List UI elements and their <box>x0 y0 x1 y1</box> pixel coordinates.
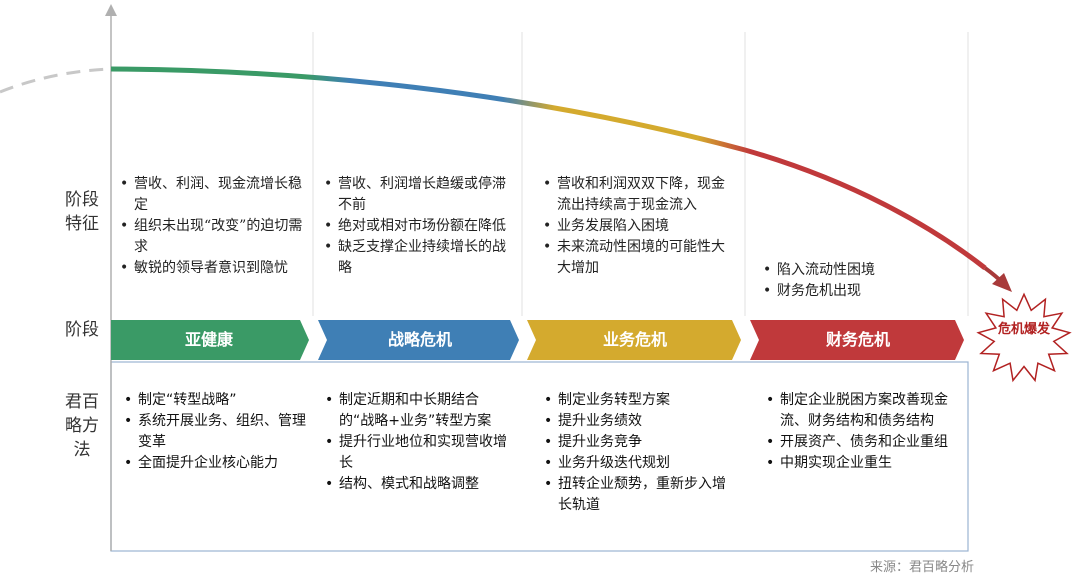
lifecycle-curve <box>110 66 987 270</box>
features-stage-2: 营收、利润增长趋缓或停滞不前 绝对或相对市场份额在降低 缺乏支撑企业持续增长的战… <box>322 174 512 279</box>
feature-item: 财务危机出现 <box>761 281 951 302</box>
stage-chevron-3 <box>527 320 741 360</box>
method-item: 提升业务绩效 <box>542 411 738 432</box>
feature-item: 营收、利润、现金流增长稳定 <box>118 174 303 216</box>
feature-item: 陷入流动性困境 <box>761 260 951 281</box>
row-label-method: 君百略方法 <box>65 392 99 460</box>
feature-item: 组织未出现“改变”的迫切需求 <box>118 216 303 258</box>
curve-arrowhead <box>992 273 1012 292</box>
features-stage-4: 陷入流动性困境 财务危机出现 <box>761 260 951 302</box>
method-item: 开展资产、债务和企业重组 <box>764 432 950 453</box>
methods-stage-3: 制定业务转型方案 提升业务绩效 提升业务竞争 业务升级迭代规划 扭转企业颓势，重… <box>542 390 738 516</box>
methods-stage-1: 制定“转型战略” 系统开展业务、组织、管理变革 全面提升企业核心能力 <box>122 390 308 474</box>
method-item: 扭转企业颓势，重新步入增长轨道 <box>542 474 738 516</box>
prelude-dashed-curve <box>0 67 112 94</box>
method-item: 全面提升企业核心能力 <box>122 453 308 474</box>
y-axis-arrow <box>105 4 117 16</box>
method-item: 提升业务竞争 <box>542 432 738 453</box>
features-stage-1: 营收、利润、现金流增长稳定 组织未出现“改变”的迫切需求 敏锐的领导者意识到隐忧 <box>118 174 303 279</box>
stage-label-4: 财务危机 <box>825 330 890 349</box>
stage-label-1: 亚健康 <box>184 330 233 349</box>
stage-chevron-1 <box>111 320 309 360</box>
feature-item: 缺乏支撑企业持续增长的战略 <box>322 237 512 279</box>
methods-stage-2: 制定近期和中长期结合的“战略+业务”转型方案 提升行业地位和实现营收增长 结构、… <box>323 390 513 495</box>
feature-item: 业务发展陷入困境 <box>541 216 731 237</box>
method-item: 制定“转型战略” <box>122 390 308 411</box>
feature-item: 营收、利润增长趋缓或停滞不前 <box>322 174 512 216</box>
stage-label-3: 业务危机 <box>602 330 667 349</box>
method-item: 提升行业地位和实现营收增长 <box>323 432 513 474</box>
feature-item: 未来流动性困境的可能性大大增加 <box>541 237 731 279</box>
method-item: 制定近期和中长期结合的“战略+业务”转型方案 <box>323 390 513 432</box>
features-stage-3: 营收和利润双双下降，现金流出持续高于现金流入 业务发展陷入困境 未来流动性困境的… <box>541 174 731 279</box>
stage-chevron-2 <box>318 320 519 360</box>
method-item: 中期实现企业重生 <box>764 453 950 474</box>
row-label-features: 阶段特征 <box>65 190 99 234</box>
method-item: 制定企业脱困方案改善现金流、财务结构和债务结构 <box>764 390 950 432</box>
column-dividers <box>312 32 969 316</box>
feature-item: 营收和利润双双下降，现金流出持续高于现金流入 <box>541 174 731 216</box>
crisis-burst-label: 危机爆发 <box>997 322 1050 337</box>
method-item: 系统开展业务、组织、管理变革 <box>122 411 308 453</box>
source-note: 来源：君百略分析 <box>869 560 974 575</box>
method-item: 制定业务转型方案 <box>542 390 738 411</box>
feature-item: 绝对或相对市场份额在降低 <box>322 216 512 237</box>
method-item: 业务升级迭代规划 <box>542 453 738 474</box>
crisis-burst-icon <box>976 292 1072 383</box>
methods-stage-4: 制定企业脱困方案改善现金流、财务结构和债务结构 开展资产、债务和企业重组 中期实… <box>764 390 950 474</box>
row-label-stage: 阶段 <box>65 320 99 340</box>
stage-label-2: 战略危机 <box>387 330 452 349</box>
feature-item: 敏锐的领导者意识到隐忧 <box>118 258 303 279</box>
method-item: 结构、模式和战略调整 <box>323 474 513 495</box>
stage-chevron-4 <box>750 320 964 360</box>
